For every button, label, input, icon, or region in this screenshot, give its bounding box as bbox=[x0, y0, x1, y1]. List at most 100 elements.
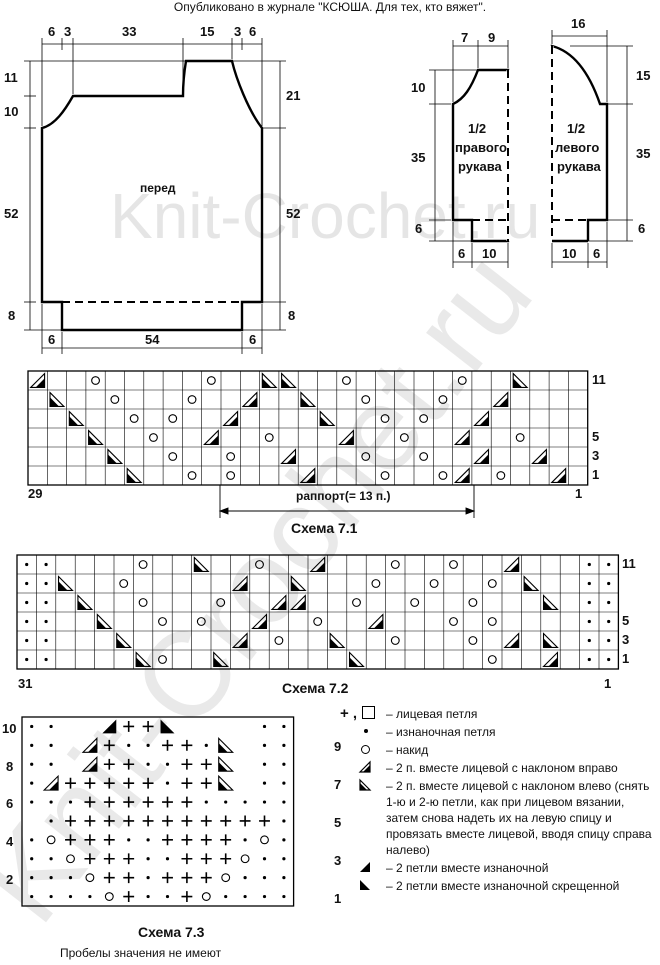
k2tog-right-fill bbox=[479, 454, 489, 464]
purl-mark bbox=[587, 657, 591, 662]
scheme3-row-7: 7 bbox=[334, 777, 341, 792]
knit-plus-mark bbox=[142, 796, 154, 808]
knit-plus-mark bbox=[181, 739, 193, 751]
p2tog-tbl-icon bbox=[340, 878, 386, 892]
purl-mark bbox=[282, 762, 286, 766]
svg-text:7: 7 bbox=[461, 30, 468, 45]
svg-text:52: 52 bbox=[4, 206, 18, 221]
purl-mark bbox=[262, 894, 267, 899]
k2tog-right-fill bbox=[228, 416, 238, 426]
purl-mark bbox=[262, 857, 267, 861]
yarn-over-mark bbox=[274, 636, 284, 645]
yarn-over-mark bbox=[187, 395, 197, 404]
k2tog-right-fill bbox=[537, 454, 547, 464]
purl-mark bbox=[49, 743, 53, 747]
knit-plus-mark bbox=[220, 834, 232, 846]
k2tog-right-fill bbox=[315, 562, 325, 572]
k2tog-right-fill bbox=[296, 600, 306, 610]
knit-symbol-icon: + , bbox=[340, 706, 386, 722]
k2tog-right-fill bbox=[509, 638, 519, 648]
k2tog-right-fill bbox=[87, 743, 97, 753]
svg-text:10: 10 bbox=[4, 104, 18, 119]
k2tog-right-fill bbox=[87, 762, 97, 772]
k2tog-right-fill bbox=[276, 600, 286, 610]
knit-plus-mark bbox=[142, 777, 154, 789]
knit-plus-mark bbox=[200, 853, 212, 865]
purl-mark bbox=[282, 743, 286, 747]
purl-mark bbox=[44, 562, 48, 567]
front-pattern bbox=[24, 38, 286, 354]
scheme3-row-9: 9 bbox=[334, 739, 341, 754]
yarn-over-mark bbox=[419, 414, 429, 423]
purl-mark bbox=[30, 800, 34, 804]
yarn-over-mark bbox=[149, 433, 158, 442]
purl-mark bbox=[25, 600, 29, 605]
purl-mark bbox=[607, 600, 611, 605]
knit-plus-mark bbox=[123, 796, 135, 808]
legend-row-k2r: – 2 п. вместе лицевой с наклоном вправо bbox=[340, 760, 658, 776]
purl-mark bbox=[146, 838, 150, 842]
k2tog-right-fill bbox=[556, 473, 566, 483]
yarn-over-mark bbox=[371, 579, 381, 588]
svg-text:21: 21 bbox=[286, 88, 300, 103]
svg-text:8: 8 bbox=[8, 308, 15, 323]
k2tog-left-fill bbox=[524, 581, 534, 591]
yarn-over-mark bbox=[46, 835, 56, 845]
purl-mark bbox=[25, 562, 29, 567]
knit-plus-mark bbox=[200, 815, 212, 827]
yarn-over-mark bbox=[399, 433, 409, 442]
scheme-7-2-chart bbox=[16, 554, 620, 670]
k2tog-right-fill bbox=[460, 435, 470, 445]
svg-text:1/2: 1/2 bbox=[468, 121, 486, 136]
yarn-over-mark bbox=[361, 452, 371, 461]
yarn-over-mark bbox=[129, 414, 139, 423]
yarn-over-mark bbox=[206, 376, 216, 385]
purl-mark bbox=[607, 581, 611, 586]
left-sleeve-labels: 1/2 левого рукава 16 15 35 6 10 6 bbox=[555, 16, 650, 261]
purl-mark bbox=[127, 838, 131, 842]
purl-mark bbox=[282, 781, 286, 785]
k2tog-left-fill bbox=[97, 619, 107, 629]
purl-mark bbox=[49, 857, 53, 861]
knit-plus-mark bbox=[181, 758, 193, 770]
knit-plus-mark bbox=[181, 891, 193, 902]
k2tog-right-fill bbox=[49, 781, 59, 791]
purl-mark bbox=[243, 876, 247, 880]
yarn-over-mark bbox=[380, 471, 390, 480]
knit-plus-mark bbox=[123, 777, 135, 789]
knit-plus-mark bbox=[200, 777, 212, 789]
yarn-over-mark bbox=[85, 873, 95, 883]
yarn-over-mark bbox=[496, 471, 506, 480]
purl-dot-icon bbox=[340, 724, 386, 738]
purl-mark bbox=[127, 743, 131, 747]
yarn-over-mark bbox=[264, 433, 274, 442]
scheme-7-1-chart bbox=[27, 370, 589, 486]
purl-mark bbox=[146, 894, 150, 899]
yarn-over-mark bbox=[487, 579, 497, 588]
knit-plus-mark bbox=[200, 758, 212, 770]
purl-mark bbox=[68, 876, 73, 880]
svg-text:15: 15 bbox=[636, 68, 650, 83]
k2tog-right-fill bbox=[238, 581, 248, 591]
scheme3-caption: Схема 7.3 bbox=[138, 924, 205, 940]
front-label: перед bbox=[140, 181, 176, 195]
scheme2-row-5: 5 bbox=[622, 613, 629, 628]
yarn-over-mark bbox=[226, 452, 236, 461]
scheme3-row-3: 3 bbox=[334, 853, 341, 868]
p2tog-mark bbox=[102, 719, 117, 734]
left-sleeve-pattern bbox=[550, 30, 633, 268]
purl-mark bbox=[25, 619, 29, 624]
purl-mark bbox=[262, 762, 267, 766]
svg-text:16: 16 bbox=[571, 16, 585, 31]
svg-text:правого: правого bbox=[455, 140, 507, 155]
purl-mark bbox=[587, 600, 591, 605]
purl-mark bbox=[30, 857, 34, 861]
scheme1-caption: Схема 7.1 bbox=[291, 520, 358, 536]
knit-plus-mark bbox=[239, 815, 251, 827]
scheme2-caption: Схема 7.2 bbox=[282, 680, 349, 696]
legend-row-p2: – 2 петли вместе изнаночной bbox=[340, 860, 658, 876]
k2tog-left-fill bbox=[349, 657, 359, 667]
purl-mark bbox=[282, 838, 286, 842]
svg-text:левого: левого bbox=[555, 140, 599, 155]
purl-mark bbox=[282, 724, 286, 729]
